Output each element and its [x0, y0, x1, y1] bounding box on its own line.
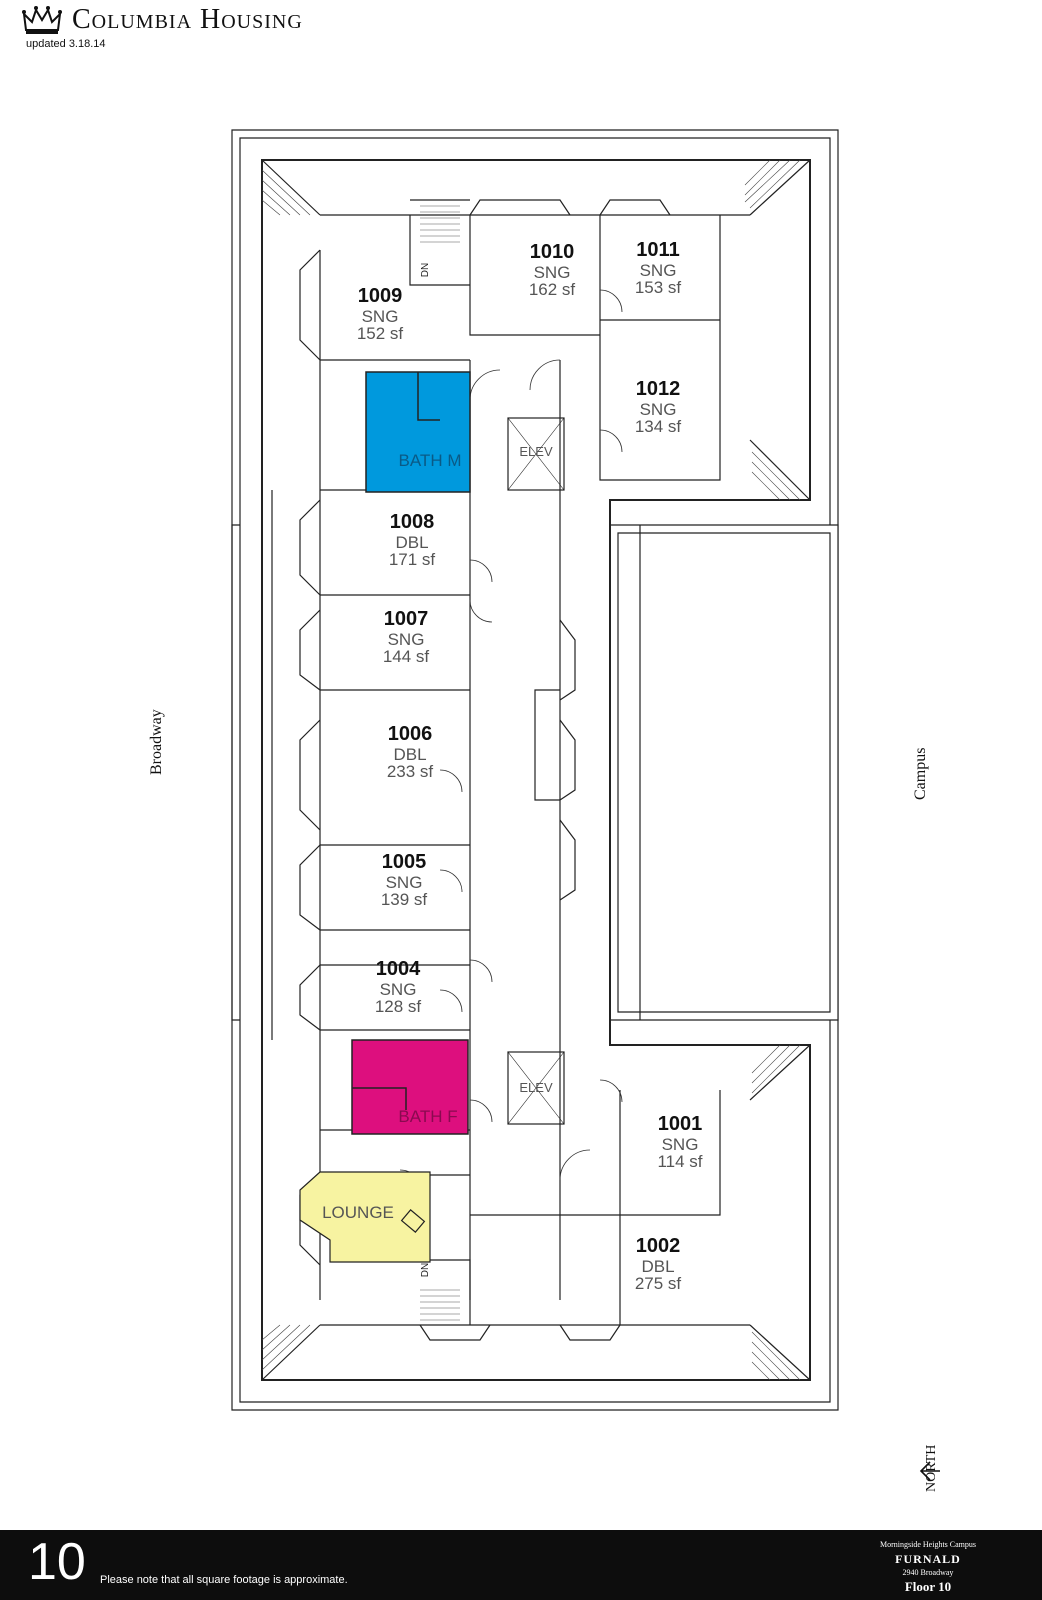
floor-label: Floor 10 — [904, 1579, 952, 1594]
elevator-north-label: ELEV — [519, 444, 553, 459]
room-type: SNG — [640, 261, 677, 280]
room-type: SNG — [534, 263, 571, 282]
footer-bar: 10 Please note that all square footage i… — [0, 1530, 1042, 1600]
room-number: 1009 — [358, 285, 403, 307]
building-name: FURNALD — [895, 1552, 961, 1566]
elevator-north — [507, 417, 565, 491]
room-number: 1011 — [636, 239, 679, 261]
room-type: SNG — [662, 1135, 699, 1154]
lounge-room — [299, 1171, 431, 1263]
brand-title: Columbia Housing — [72, 4, 303, 35]
room-type: DBL — [641, 1257, 674, 1276]
updated-date: updated 3.18.14 — [26, 38, 106, 50]
campus-name: Morningside Heights Campus — [880, 1540, 976, 1549]
stair-north-label: DN — [420, 263, 431, 277]
bath-f-label: BATH F — [398, 1107, 457, 1126]
room-number: 1012 — [636, 378, 681, 400]
room-type: SNG — [362, 307, 399, 326]
elevator-south-label: ELEV — [519, 1080, 553, 1095]
room-number: 1004 — [376, 958, 421, 980]
floor-number: 10 — [28, 1533, 86, 1591]
building-address: 2940 Broadway — [902, 1568, 954, 1577]
stair-south-label: DN — [420, 1263, 431, 1277]
room-area: 128 sf — [375, 997, 422, 1016]
crown-logo-icon — [22, 6, 62, 34]
room-number: 1010 — [530, 241, 575, 263]
room-area: 144 sf — [383, 647, 430, 666]
north-label: NORTH — [924, 1444, 939, 1492]
room-type: SNG — [640, 400, 677, 419]
street-label-broadway: Broadway — [148, 709, 165, 775]
north-arrow-icon — [919, 1461, 940, 1481]
street-label-campus: Campus — [912, 747, 929, 800]
room-number: 1006 — [388, 723, 433, 745]
room-area: 233 sf — [387, 762, 434, 781]
room-type: DBL — [393, 745, 426, 764]
page-header: Columbia Housing updated 3.18.14 — [0, 0, 420, 60]
room-area: 162 sf — [529, 280, 576, 299]
room-area: 275 sf — [635, 1274, 682, 1293]
lounge-label: LOUNGE — [322, 1203, 394, 1222]
room-area: 114 sf — [657, 1152, 702, 1171]
room-type: SNG — [380, 980, 417, 999]
bath-f-room — [351, 1039, 469, 1135]
room-area: 139 sf — [381, 890, 428, 909]
room-number: 1001 — [658, 1113, 703, 1135]
room-area: 152 sf — [357, 324, 404, 343]
room-type: SNG — [388, 630, 425, 649]
room-area: 134 sf — [635, 417, 682, 436]
room-type: SNG — [386, 873, 423, 892]
footage-note: Please note that all square footage is a… — [100, 1574, 348, 1586]
room-area: 153 sf — [635, 278, 682, 297]
room-number: 1005 — [382, 851, 427, 873]
room-number: 1002 — [636, 1235, 681, 1257]
bath-m-label: BATH M — [399, 451, 462, 470]
floor-plan: ELEV ELEV DN DN BATH M BATH F LOUNGE 100… — [231, 129, 839, 1411]
room-area: 171 sf — [389, 550, 436, 569]
room-number: 1008 — [390, 511, 435, 533]
elevator-south — [507, 1051, 565, 1125]
room-type: DBL — [395, 533, 428, 552]
room-number: 1007 — [384, 608, 429, 630]
